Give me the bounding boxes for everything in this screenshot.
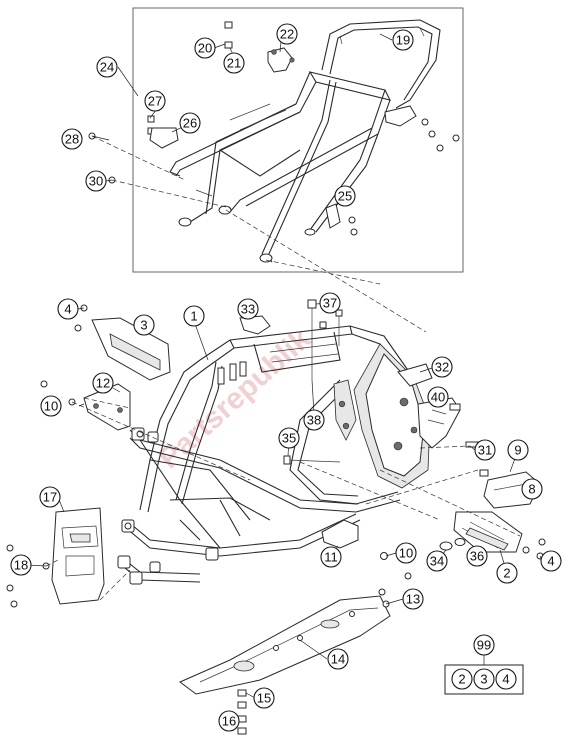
footrest-right [453, 511, 546, 560]
callout-24: 24 [96, 56, 118, 78]
skid-plate [179, 588, 391, 695]
callout-number: 13 [406, 592, 420, 607]
bracket-40 [417, 397, 461, 449]
callout-16: 16 [218, 710, 240, 732]
callout-34: 34 [426, 550, 448, 572]
callout-28: 28 [61, 128, 83, 150]
callout-number: 33 [241, 302, 255, 317]
callout-number: 16 [222, 714, 236, 729]
callout-9: 9 [507, 439, 529, 461]
callout-number: 37 [323, 296, 337, 311]
callout-40: 40 [427, 386, 449, 408]
callout-number: 27 [148, 94, 162, 109]
callout-number: 30 [89, 174, 103, 189]
plate-33 [239, 315, 271, 335]
bolt-35 [283, 455, 341, 465]
kit-box: 2 3 4 [444, 664, 524, 695]
callout-number: 10 [399, 546, 413, 561]
callout-21: 21 [223, 52, 245, 74]
callout-number: 26 [183, 116, 197, 131]
callout-number: 4 [547, 554, 554, 569]
callout-17: 17 [39, 486, 61, 508]
subframe-group-box [132, 7, 464, 273]
callout-19: 19 [392, 29, 414, 51]
callout-number: 12 [96, 376, 110, 391]
callout-10-left: 10 [40, 395, 62, 417]
callout-number: 31 [478, 443, 492, 458]
callout-27: 27 [144, 90, 166, 112]
callout-number: 28 [65, 132, 79, 147]
callout-number: 2 [503, 566, 510, 581]
callout-number: 18 [14, 558, 28, 573]
callout-31: 31 [474, 439, 496, 461]
callout-30: 30 [85, 170, 107, 192]
callout-number: 9 [514, 443, 521, 458]
callout-number: 34 [430, 554, 444, 569]
callout-26: 26 [179, 112, 201, 134]
callout-number: 19 [396, 33, 410, 48]
callout-number: 11 [324, 550, 338, 565]
callout-number: 40 [431, 390, 445, 405]
footrest-left [74, 304, 171, 381]
callout-1: 1 [183, 305, 205, 327]
callout-15: 15 [253, 687, 275, 709]
callout-number: 38 [307, 413, 321, 428]
spacers-right [380, 538, 466, 580]
plate-11 [321, 519, 359, 549]
callout-8: 8 [521, 478, 543, 500]
callout-35: 35 [278, 427, 300, 449]
callout-number: 36 [470, 549, 484, 564]
callout-4-right: 4 [540, 550, 562, 572]
callout-33: 33 [237, 298, 259, 320]
watermark: Partsrepublik [153, 322, 318, 475]
skid-plate-fasteners [237, 689, 247, 735]
callout-36: 36 [466, 545, 488, 567]
bracket-22 [267, 47, 295, 73]
callout-number: 99 [477, 638, 491, 653]
callout-11: 11 [320, 546, 342, 568]
callout-number: 4 [64, 302, 71, 317]
callout-number: 14 [331, 652, 345, 667]
callout-number: 10 [44, 399, 58, 414]
callout-number: 15 [257, 691, 271, 706]
callout-32: 32 [431, 356, 453, 378]
callout-20: 20 [194, 37, 216, 59]
callout-number: 21 [227, 56, 241, 71]
kit-item-2: 2 [458, 672, 465, 687]
grab-handle [321, 19, 441, 109]
callout-25: 25 [334, 185, 356, 207]
callout-number: 20 [198, 41, 212, 56]
callout-2: 2 [496, 562, 518, 584]
callout-37: 37 [319, 292, 341, 314]
plate-32 [397, 363, 433, 387]
callout-number: 35 [282, 431, 296, 446]
callout-number: 3 [140, 318, 147, 333]
callout-4-left: 4 [57, 298, 79, 320]
callout-number: 22 [280, 27, 294, 42]
callout-number: 24 [100, 60, 114, 75]
callout-14: 14 [327, 648, 349, 670]
callout-12: 12 [92, 372, 114, 394]
callout-number: 17 [43, 490, 57, 505]
callout-10-right: 10 [395, 542, 417, 564]
callout-number: 25 [338, 189, 352, 204]
kit-item-4: 4 [502, 672, 509, 687]
callout-18: 18 [10, 554, 32, 576]
front-guard [6, 507, 105, 608]
callout-99: 99 [473, 634, 495, 656]
callout-number: 8 [528, 482, 535, 497]
callout-13: 13 [402, 588, 424, 610]
callout-3: 3 [133, 314, 155, 336]
kit-item-3: 3 [480, 672, 487, 687]
callout-22: 22 [276, 23, 298, 45]
rear-subframe [169, 71, 392, 263]
callout-38: 38 [303, 409, 325, 431]
callout-number: 32 [435, 360, 449, 375]
callout-number: 1 [190, 309, 197, 324]
